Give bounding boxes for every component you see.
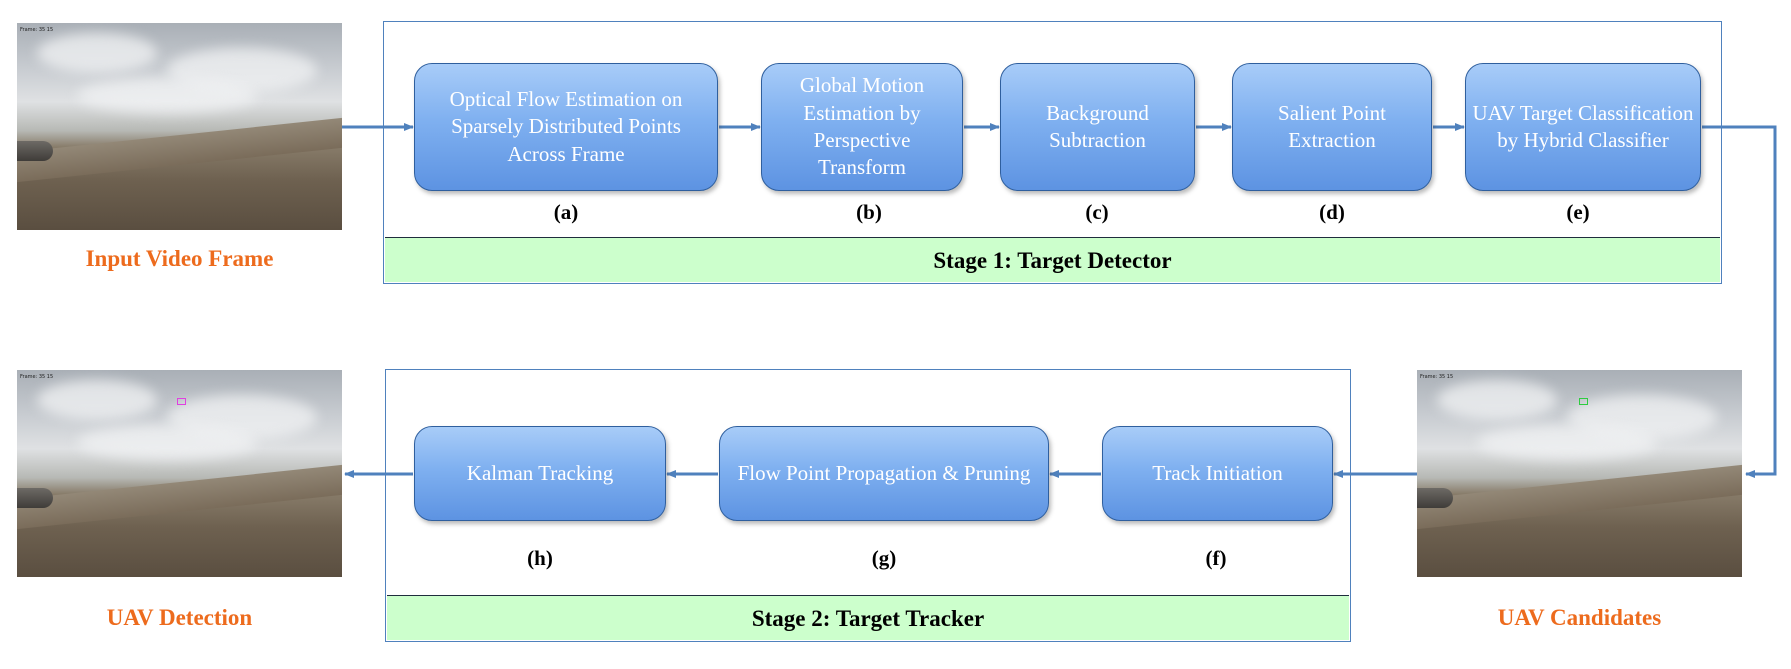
stage1-title: Stage 1: Target Detector xyxy=(385,237,1720,282)
step-d-tag: (d) xyxy=(1319,200,1345,224)
step-g-flow-point-propagation-box: Flow Point Propagation & Pruning xyxy=(719,426,1049,521)
step-b-tag: (b) xyxy=(856,200,882,224)
step-f-track-initiation-box: Track Initiation xyxy=(1102,426,1333,521)
step-e-classification-box: UAV Target Classification by Hybrid Clas… xyxy=(1465,63,1701,191)
detection-bounding-box xyxy=(177,398,186,405)
input-video-frame-image: Frame: 35 15 xyxy=(17,23,342,230)
step-d-salient-point-box: Salient Point Extraction xyxy=(1232,63,1432,191)
step-h-kalman-tracking-box: Kalman Tracking xyxy=(414,426,666,521)
step-b-global-motion-box: Global Motion Estimation by Perspective … xyxy=(761,63,963,191)
uav-candidates-image: Frame: 35 15 xyxy=(1417,370,1742,577)
step-f-tag: (f) xyxy=(1205,546,1227,570)
frame-number: Frame: 35 15 xyxy=(1420,374,1454,380)
step-e-tag: (e) xyxy=(1566,200,1590,224)
frame-number: Frame: 35 15 xyxy=(20,27,54,33)
step-a-tag: (a) xyxy=(553,200,579,224)
uav-candidates-label: UAV Candidates xyxy=(1497,605,1662,630)
stage2-title: Stage 2: Target Tracker xyxy=(387,595,1349,640)
uav-detection-image: Frame: 35 15 xyxy=(17,370,342,577)
step-a-optical-flow-box: Optical Flow Estimation on Sparsely Dist… xyxy=(414,63,718,191)
candidate-bounding-box xyxy=(1579,398,1588,405)
step-c-tag: (c) xyxy=(1085,200,1109,224)
frame-number: Frame: 35 15 xyxy=(20,374,54,380)
uav-detection-label: UAV Detection xyxy=(106,605,253,630)
step-h-tag: (h) xyxy=(527,546,553,570)
arrow-e-to-candidates xyxy=(1702,125,1777,478)
input-video-frame-label: Input Video Frame xyxy=(85,246,274,271)
step-g-tag: (g) xyxy=(871,546,897,570)
step-c-background-subtraction-box: Background Subtraction xyxy=(1000,63,1195,191)
